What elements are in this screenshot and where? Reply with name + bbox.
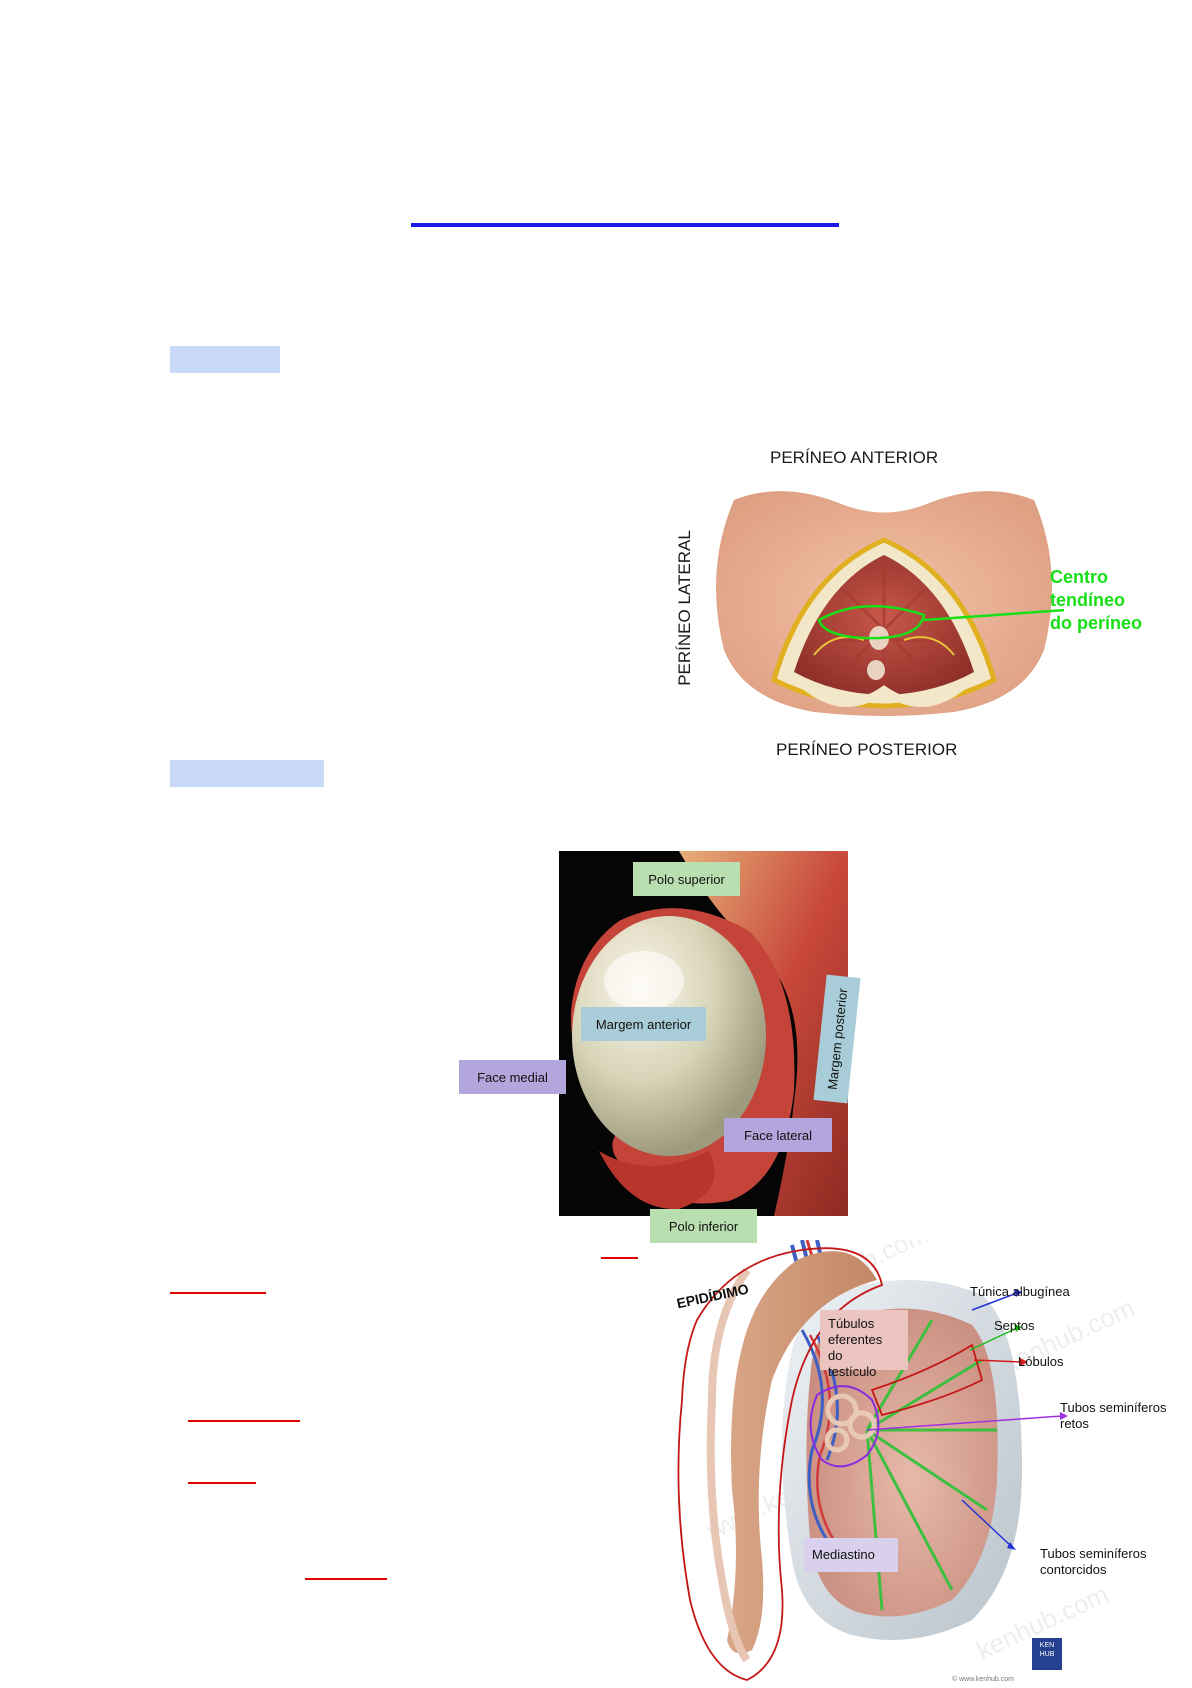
label-septos: Septos [994,1318,1035,1333]
testis-diagram: kenhub.com www.kenhub.com www.kenhub.com… [652,1240,1192,1684]
callout-line-1: Centro [1050,567,1108,587]
highlight-bar-1 [170,346,280,373]
label-polo-superior: Polo superior [633,862,740,896]
perineum-posterior-label: PERÍNEO POSTERIOR [776,740,958,759]
perineum-anterior-label: PERÍNEO ANTERIOR [770,448,939,467]
title-underline [411,223,839,227]
eferentes-line-2: eferentes do [828,1332,883,1363]
perineum-figure: PERÍNEO ANTERIOR PERÍNEO POSTERIOR PERÍN… [655,440,1155,770]
contorcidos-line-1: Tubos seminíferos [1040,1546,1147,1561]
callout-line-3: do períneo [1050,613,1143,633]
retos-line-1: Tubos seminíferos [1060,1400,1167,1415]
red-underline-2 [170,1292,266,1294]
label-tubos-retos: Tubos seminíferos retos [1060,1400,1166,1432]
label-face-lateral: Face lateral [724,1118,832,1152]
perineum-lateral-label: PERÍNEO LATERAL [674,530,694,686]
label-tubulos-eferentes: Túbulos eferentes do testículo [820,1310,908,1379]
red-underline-4 [188,1482,256,1484]
label-margem-anterior: Margem anterior [581,1007,706,1041]
eferentes-line-3: testículo [828,1364,877,1379]
label-mediastino: Mediastino [804,1538,898,1572]
perineum-callout: Centro tendíneo do períneo [1050,566,1142,635]
red-underline-3 [188,1420,300,1422]
contorcidos-line-2: contorcidos [1040,1562,1107,1577]
callout-line-2: tendíneo [1050,590,1125,610]
label-face-medial: Face medial [459,1060,566,1094]
red-underline-1 [601,1257,638,1259]
logo-line-1: KEN [1039,1642,1055,1649]
kenhub-logo: KEN HUB [1032,1641,1062,1659]
label-tunica-albuginea: Túnica albugínea [970,1284,1070,1299]
kenhub-credit: © www.kenhub.com [952,1676,1014,1683]
label-tubos-contorcidos: Tubos seminíferos contorcidos [1040,1546,1146,1578]
eferentes-line-1: Túbulos [828,1316,875,1331]
highlight-bar-2 [170,760,324,787]
logo-line-2: HUB [1039,1651,1055,1658]
retos-line-2: retos [1060,1416,1089,1431]
testis-diagram-illustration: kenhub.com www.kenhub.com www.kenhub.com… [677,1240,1139,1681]
label-polo-inferior: Polo inferior [650,1209,757,1243]
label-lobulos: Lóbulos [1018,1354,1064,1369]
perineum-illustration [716,491,1064,716]
red-underline-5 [305,1578,387,1580]
